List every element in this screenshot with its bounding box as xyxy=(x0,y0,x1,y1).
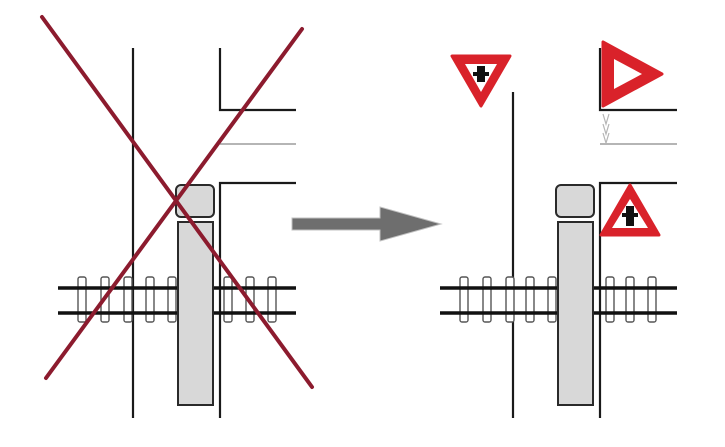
track-tie xyxy=(123,276,133,323)
barrier-body xyxy=(557,221,594,406)
barrier-post xyxy=(555,184,595,406)
road-corner-upper xyxy=(218,48,296,112)
railway-track xyxy=(440,276,677,323)
track-tie xyxy=(167,276,177,323)
left-panel xyxy=(40,15,314,418)
priority-road-warning-sign-icon xyxy=(599,183,661,237)
road-corner-upper xyxy=(598,48,677,112)
track-tie xyxy=(505,276,515,323)
track-tie xyxy=(223,276,233,323)
barrier-post xyxy=(175,184,215,406)
track-tie xyxy=(459,276,469,323)
cross-out-icon xyxy=(40,15,314,389)
track-tie xyxy=(267,276,277,323)
barrier-body xyxy=(177,221,214,406)
road-corner-lower xyxy=(218,181,296,418)
track-tie xyxy=(647,276,657,323)
track-tie xyxy=(625,276,635,323)
track-tie xyxy=(77,276,87,323)
arrow-right-icon xyxy=(291,206,443,242)
track-tie xyxy=(525,276,535,323)
track-tie xyxy=(145,276,155,323)
barrier-cap xyxy=(555,184,595,218)
yield-sign-icon xyxy=(601,40,664,108)
road-corner-lower xyxy=(598,181,677,418)
yield-priority-sign-icon xyxy=(450,54,512,108)
track-tie xyxy=(482,276,492,323)
track-tie xyxy=(605,276,615,323)
track-tie xyxy=(547,276,557,323)
right-panel xyxy=(440,40,677,418)
dragon-teeth-marks xyxy=(602,113,610,146)
